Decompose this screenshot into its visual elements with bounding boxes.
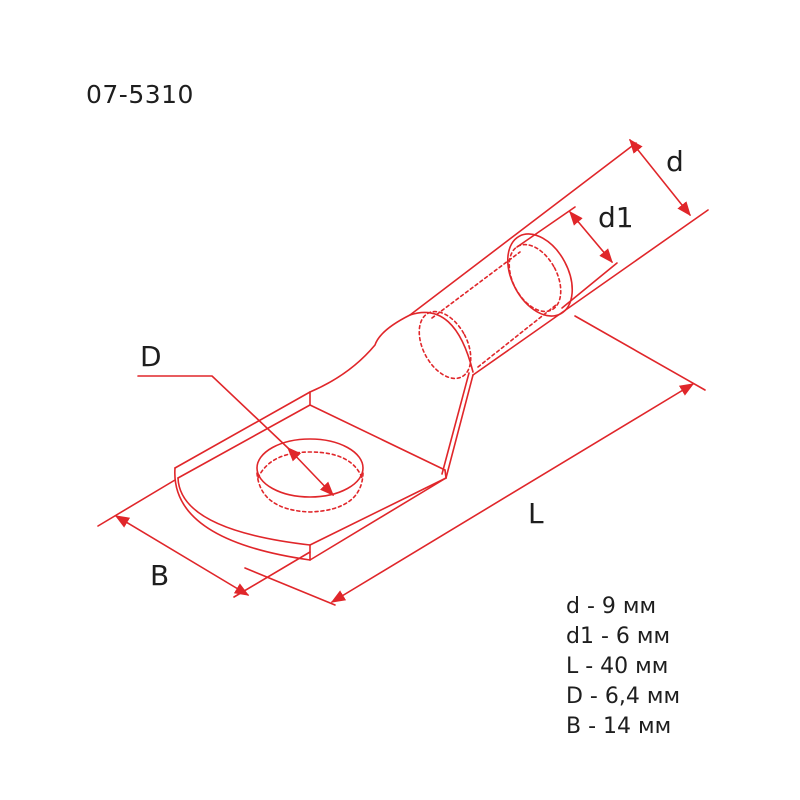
label-D: D: [140, 340, 162, 373]
label-L: L: [528, 497, 544, 530]
label-d1: d1: [598, 201, 634, 234]
spec-B: B - 14 мм: [566, 714, 672, 739]
label-B: B: [150, 559, 170, 592]
dimensions: [97, 138, 706, 606]
spec-L: L - 40 мм: [566, 654, 669, 679]
spec-D: D - 6,4 мм: [566, 684, 681, 709]
spec-d1: d1 - 6 мм: [566, 624, 671, 649]
palm: [174, 391, 447, 561]
product-code: 07-5310: [86, 80, 194, 109]
specs-list: d - 9 мм d1 - 6 мм L - 40 мм D - 6,4 мм …: [566, 592, 680, 742]
barrel: [409, 142, 709, 380]
label-d: d: [666, 145, 684, 178]
neck: [309, 314, 474, 479]
spec-d: d - 9 мм: [566, 594, 657, 619]
